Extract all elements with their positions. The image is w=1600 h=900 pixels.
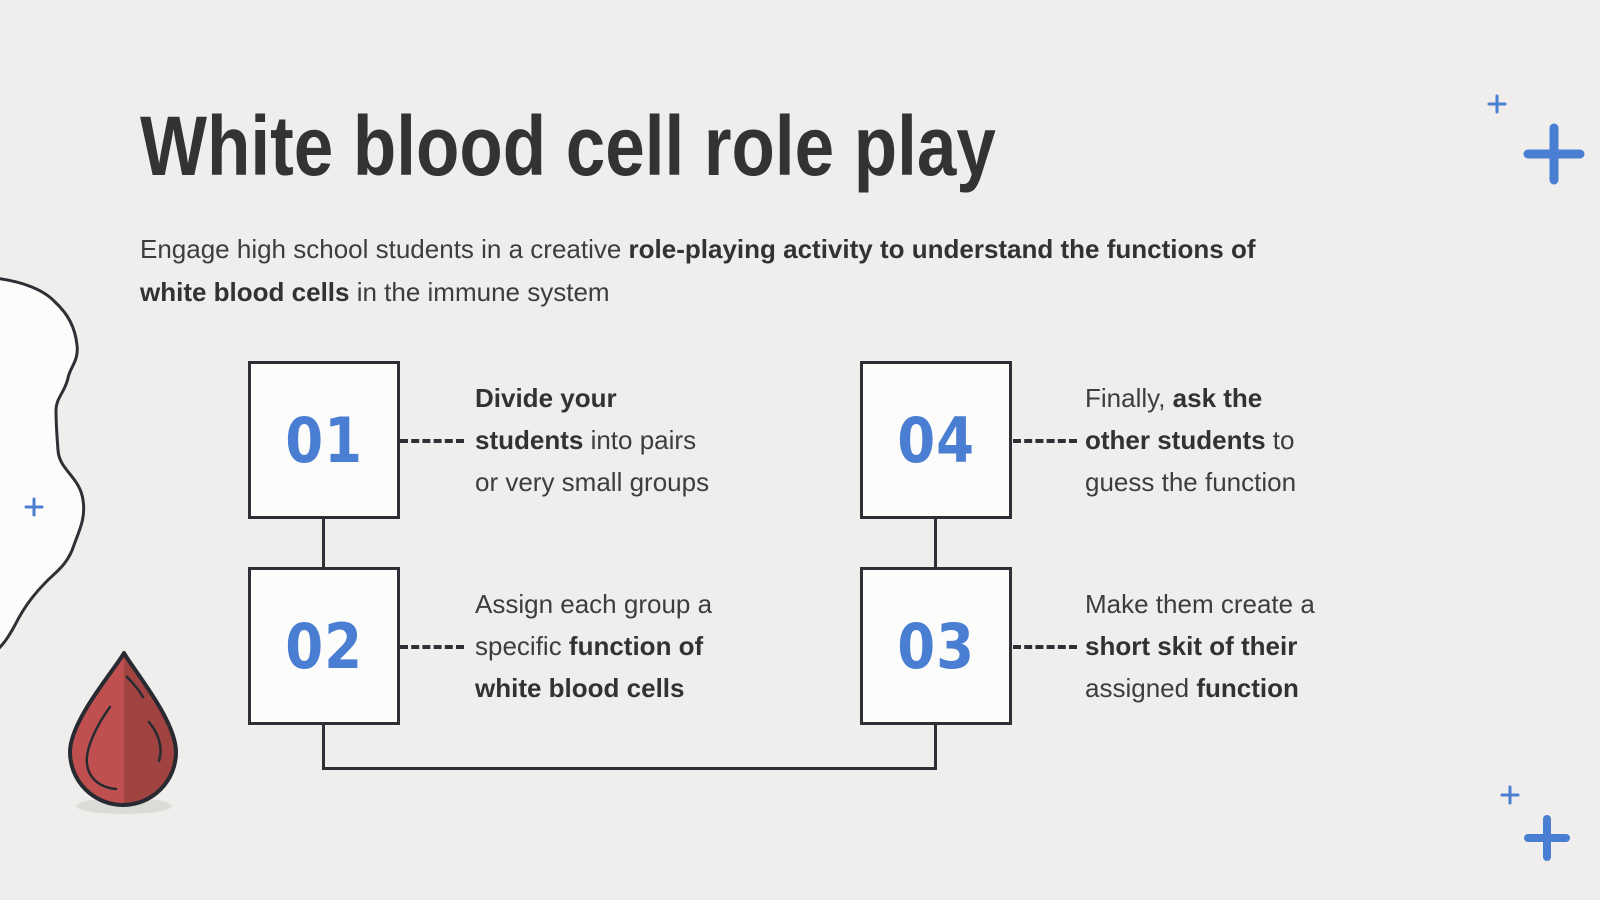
dashed-connector-04 bbox=[1013, 439, 1077, 443]
intro-text: Engage high school students in a creativ… bbox=[140, 234, 1256, 307]
step-box-02: 02 bbox=[248, 567, 400, 725]
connector-02-03 bbox=[322, 725, 937, 770]
dashed-connector-02 bbox=[400, 645, 464, 649]
plus-icon bbox=[1523, 123, 1585, 185]
step-number-02: 02 bbox=[285, 609, 363, 683]
plus-icon bbox=[1500, 785, 1520, 805]
step-number-04: 04 bbox=[897, 403, 975, 477]
slide-title: White blood cell role play bbox=[140, 99, 996, 193]
plus-icon bbox=[24, 497, 44, 517]
step-box-03: 03 bbox=[860, 567, 1012, 725]
organic-blob-shape bbox=[0, 277, 86, 650]
connector-04-03 bbox=[934, 519, 937, 567]
step-box-04: 04 bbox=[860, 361, 1012, 519]
plus-icon bbox=[1524, 815, 1570, 861]
dashed-connector-01 bbox=[400, 439, 464, 443]
connector-01-02 bbox=[322, 519, 325, 567]
dashed-connector-03 bbox=[1013, 645, 1077, 649]
plus-icon bbox=[1487, 94, 1507, 114]
step-box-01: 01 bbox=[248, 361, 400, 519]
blood-drop-icon bbox=[68, 651, 178, 814]
step-number-03: 03 bbox=[897, 609, 975, 683]
step-number-01: 01 bbox=[285, 403, 363, 477]
